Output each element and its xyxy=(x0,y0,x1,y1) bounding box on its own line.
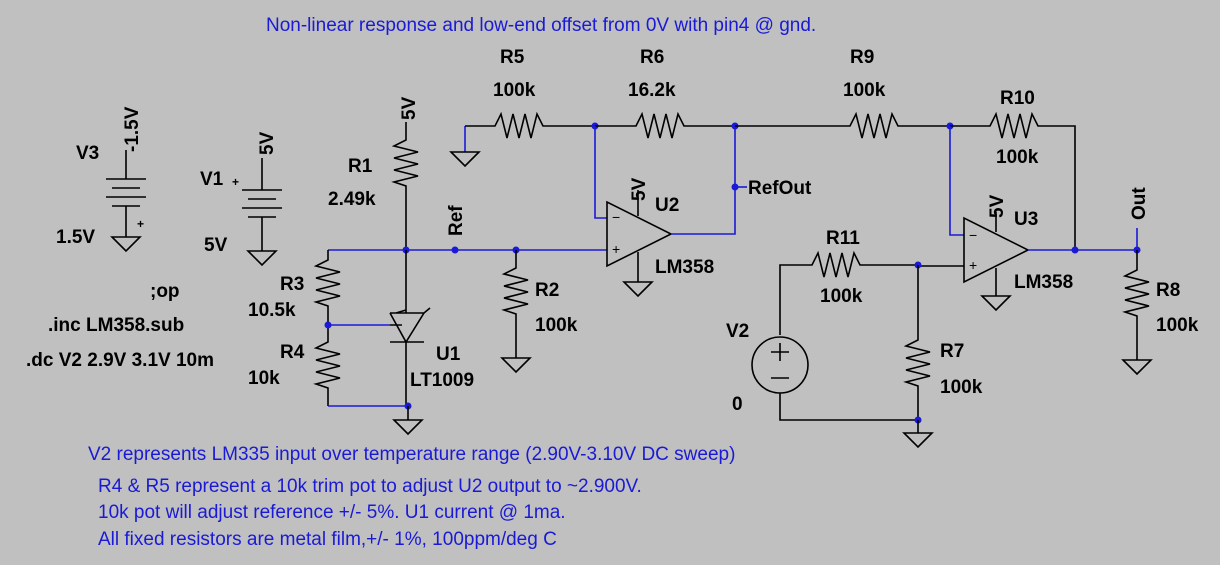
svg-text:+: + xyxy=(137,217,144,231)
note-line: All fixed resistors are metal film,+/- 1… xyxy=(98,529,557,550)
v1-top-label: 5V xyxy=(257,131,278,155)
refout-wire xyxy=(671,126,736,235)
r1-name: R1 xyxy=(348,156,373,177)
note-line: V2 represents LM335 input over temperatu… xyxy=(88,444,735,465)
voltage-source-v2[interactable] xyxy=(751,336,918,421)
resistor-r7[interactable] xyxy=(903,265,931,420)
battery-v1[interactable]: + xyxy=(232,158,282,267)
resistor-r8[interactable] xyxy=(1121,250,1153,376)
u3-name: U3 xyxy=(1014,209,1038,230)
v2-name: V2 xyxy=(726,321,749,342)
opamp-u3[interactable]: − + xyxy=(963,212,1030,312)
svg-text:+: + xyxy=(612,241,620,257)
r3-name: R3 xyxy=(280,274,304,295)
r9-value: 100k xyxy=(843,80,886,101)
out-net-label: Out xyxy=(1129,187,1150,220)
r11-value: 100k xyxy=(820,286,863,307)
op-directive: ;op xyxy=(150,281,180,302)
r1-supply-label: 5V xyxy=(399,96,420,120)
resistor-r9[interactable] xyxy=(735,111,950,139)
svg-text:−: − xyxy=(612,209,620,225)
include-directive: .inc LM358.sub xyxy=(48,315,184,336)
resistor-r5[interactable] xyxy=(465,111,595,139)
ref-net-label: Ref xyxy=(446,205,467,236)
r7-value: 100k xyxy=(940,377,983,398)
refout-net-label: RefOut xyxy=(748,178,812,199)
r3-value: 10.5k xyxy=(248,300,296,321)
r2-name: R2 xyxy=(535,280,559,301)
ground-symbol xyxy=(449,151,481,168)
resistor-r6[interactable] xyxy=(595,111,735,139)
r9-name: R9 xyxy=(850,47,874,68)
u2-supply-label: 5V xyxy=(629,177,650,201)
u2-part: LM358 xyxy=(655,257,714,278)
note-line: R4 & R5 represent a 10k trim pot to adju… xyxy=(98,476,642,497)
v1-name: V1 xyxy=(200,169,224,190)
schematic-title: Non-linear response and low-end offset f… xyxy=(266,15,816,36)
ground-symbol xyxy=(392,406,424,436)
svg-text:−: − xyxy=(969,227,977,243)
r10-value: 100k xyxy=(996,147,1039,168)
r11-name: R11 xyxy=(826,228,860,249)
svg-text:+: + xyxy=(232,175,239,189)
r4-name: R4 xyxy=(280,342,305,363)
v2-value: 0 xyxy=(732,394,743,415)
r8-name: R8 xyxy=(1156,280,1180,301)
junction xyxy=(1071,246,1079,254)
resistor-r1[interactable] xyxy=(391,122,419,250)
junction xyxy=(451,246,459,254)
resistor-r2[interactable] xyxy=(500,250,532,374)
r8-value: 100k xyxy=(1156,315,1199,336)
resistor-r4[interactable] xyxy=(313,325,341,406)
v3-top-label: -1.5V xyxy=(122,106,143,152)
ground-symbol xyxy=(902,420,934,449)
note-line: 10k pot will adjust reference +/- 5%. U1… xyxy=(98,502,566,523)
reference-diode-u1[interactable] xyxy=(389,250,431,406)
r4-value: 10k xyxy=(248,368,280,389)
u3-fb-wire xyxy=(949,126,964,236)
dc-directive: .dc V2 2.9V 3.1V 10m xyxy=(26,350,214,371)
r10-name: R10 xyxy=(1000,88,1035,109)
u3-supply-label: 5V xyxy=(987,194,1008,218)
r2-value: 100k xyxy=(535,315,578,336)
r1-value: 2.49k xyxy=(328,189,376,210)
resistor-r11[interactable] xyxy=(779,250,964,335)
u1-part: LT1009 xyxy=(410,370,474,391)
v1-bottom-label: 5V xyxy=(204,235,228,256)
svg-text:+: + xyxy=(969,257,977,273)
v3-name: V3 xyxy=(76,143,99,164)
battery-v3[interactable]: + xyxy=(106,150,146,253)
opamp-u2[interactable]: − + xyxy=(606,190,673,298)
resistor-r10[interactable] xyxy=(950,111,1076,250)
u1-name: U1 xyxy=(436,344,461,365)
v3-bottom-label: 1.5V xyxy=(56,227,95,248)
resistor-r3[interactable] xyxy=(313,250,341,325)
r6-value: 16.2k xyxy=(628,80,676,101)
u2-name: U2 xyxy=(655,195,679,216)
u3-part: LM358 xyxy=(1014,272,1073,293)
r7-name: R7 xyxy=(940,341,964,362)
r5-name: R5 xyxy=(500,47,525,68)
r6-name: R6 xyxy=(640,47,664,68)
u2-fb-wire xyxy=(594,126,607,219)
r5-value: 100k xyxy=(493,80,536,101)
